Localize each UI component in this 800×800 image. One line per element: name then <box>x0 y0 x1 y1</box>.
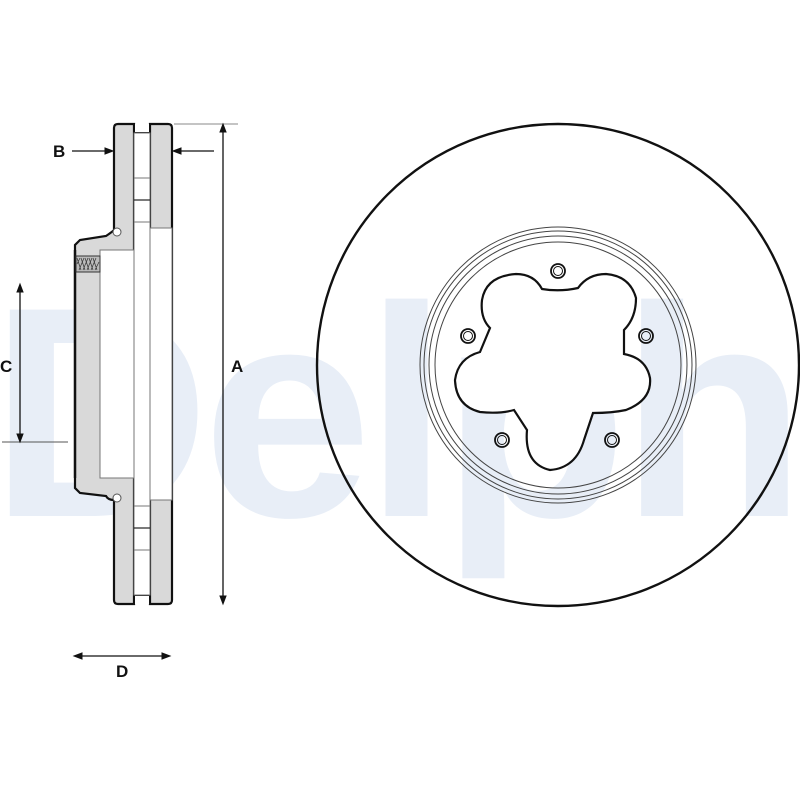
bottom-slot <box>133 594 151 604</box>
dimension-b <box>72 147 214 155</box>
hat-ring-4 <box>434 241 682 489</box>
hat-ring-1 <box>419 226 697 504</box>
disc-outer-edge <box>315 122 800 608</box>
dimension-label-a: A <box>231 357 244 376</box>
disc-cross-section <box>73 122 174 606</box>
bolt-hole <box>460 328 476 344</box>
hat-ring-2 <box>423 230 693 500</box>
dimension-a <box>174 122 238 606</box>
dimension-label-d: D <box>116 662 129 681</box>
hat-ring-3 <box>428 235 688 495</box>
dimension-c <box>2 282 68 444</box>
hat-interior <box>99 249 135 479</box>
dimension-d <box>72 652 172 660</box>
bolt-hole <box>550 263 566 279</box>
bolt-hole <box>494 432 510 448</box>
center-bore <box>453 272 652 472</box>
dimension-label-c: C <box>0 357 13 376</box>
vent-channel <box>133 132 151 596</box>
bolt-hole <box>604 432 620 448</box>
disc-front-view <box>315 122 800 608</box>
top-slot <box>133 124 151 134</box>
bolt-hole <box>638 328 654 344</box>
dimension-label-b: B <box>53 142 66 161</box>
